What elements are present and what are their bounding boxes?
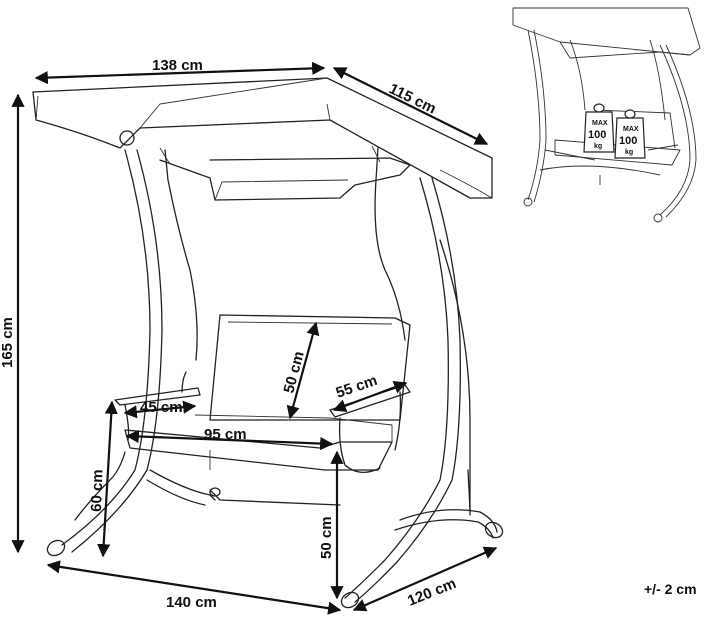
- weight-value: 100: [619, 135, 637, 147]
- weight-icon: MAX 100 kg: [614, 109, 646, 159]
- dim-seat-height: 50 cm: [318, 516, 335, 559]
- weight-max-label: MAX: [592, 120, 608, 127]
- dim-base-width: 140 cm: [166, 594, 217, 611]
- weight-icon: MAX 100 kg: [583, 103, 615, 153]
- left-hanger: [164, 149, 198, 361]
- seat: [124, 429, 393, 471]
- tolerance-note: +/- 2 cm: [644, 581, 697, 597]
- right-hanger: [374, 147, 406, 341]
- inset-load-diagram: MAX 100 kg MAX 100 kg: [512, 7, 701, 223]
- weight-unit: kg: [594, 143, 602, 150]
- dim-armrest-height: 60 cm: [88, 469, 106, 512]
- dim-armrest-width: 45 cm: [140, 399, 183, 416]
- dim-armrest-length: 55 cm: [334, 372, 380, 402]
- canopy-hinge: [119, 130, 135, 146]
- dim-seat-width: 95 cm: [204, 426, 247, 443]
- dim-backrest-height: 50 cm: [280, 350, 307, 395]
- canopy-valance: [159, 157, 411, 201]
- dim-canopy-depth: 115 cm: [386, 80, 438, 117]
- canopy: [32, 77, 493, 199]
- dim-total-height: 165 cm: [0, 317, 16, 368]
- dimension-arrows: [11, 61, 498, 615]
- weight-unit: kg: [625, 149, 633, 156]
- dim-base-depth: 120 cm: [405, 575, 459, 610]
- backrest: [209, 314, 411, 421]
- dim-canopy-width: 138 cm: [152, 57, 203, 74]
- weight-max-label: MAX: [623, 126, 639, 133]
- weight-value: 100: [588, 129, 606, 141]
- left-armrest: [114, 387, 201, 406]
